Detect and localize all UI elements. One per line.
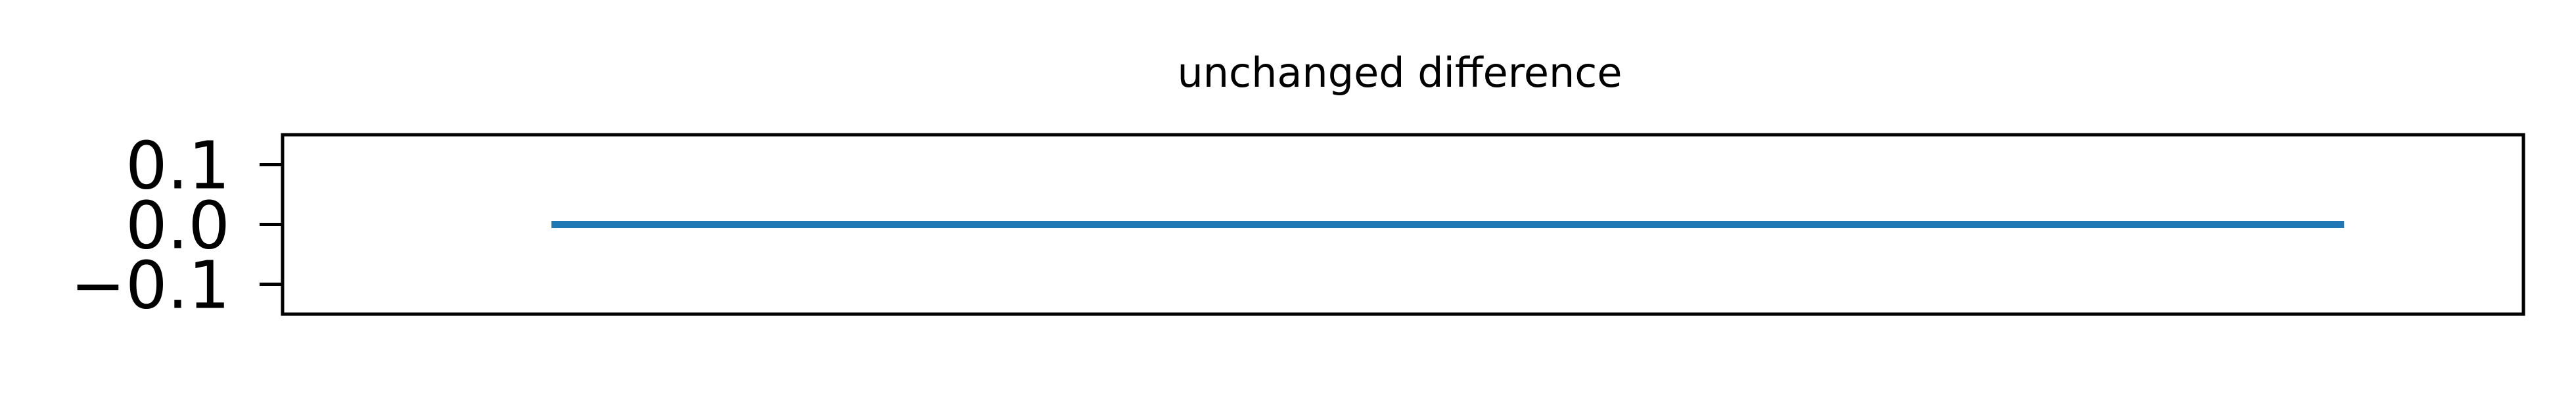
y-tick-label: −0.1 [70, 247, 230, 324]
y-tick-label: 0.1 [126, 128, 230, 204]
y-tick-label: 0.0 [126, 187, 230, 264]
y-axis-ticks: 0.10.0−0.1 [70, 128, 283, 324]
chart-title: unchanged difference [1177, 49, 1622, 97]
